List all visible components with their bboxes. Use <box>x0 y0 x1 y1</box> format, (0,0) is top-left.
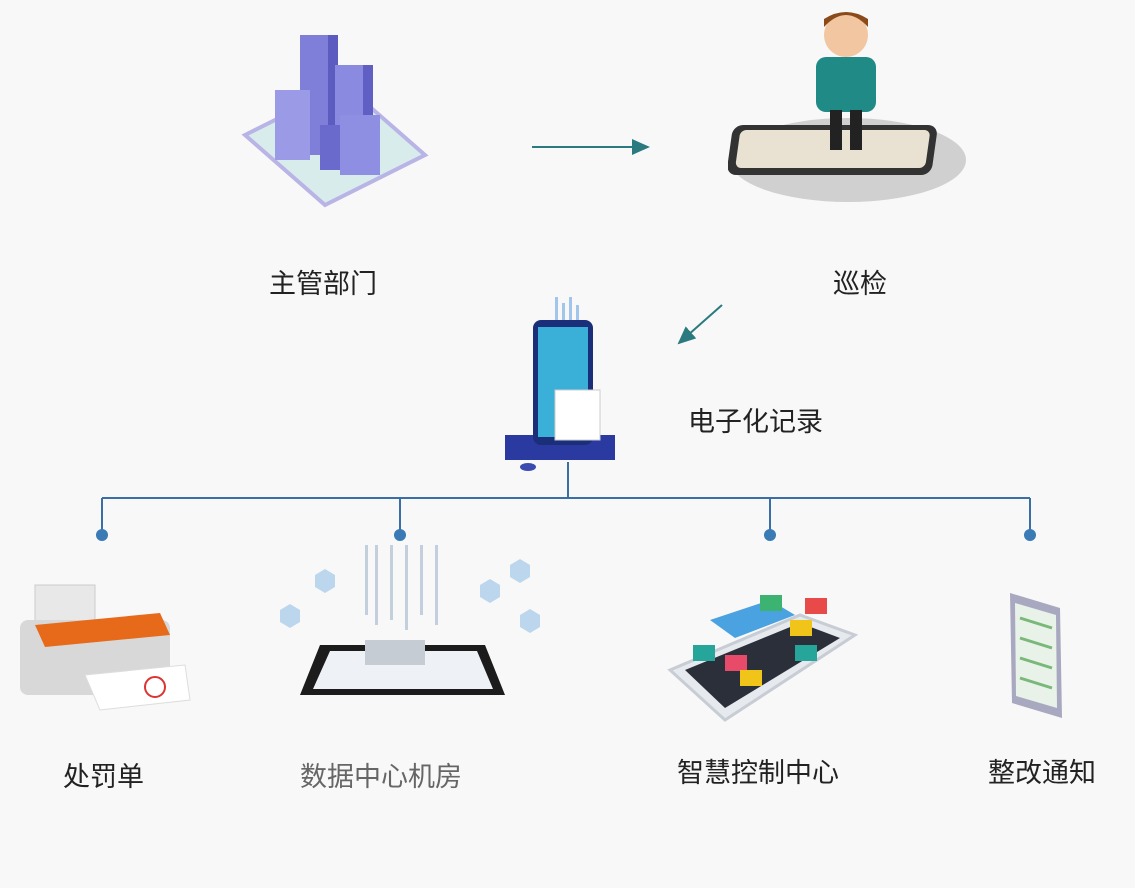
arrow-inspection-to-record <box>677 304 723 345</box>
tree-dot <box>394 529 406 541</box>
tree-dot <box>1024 529 1036 541</box>
node-data-center-label: 数据中心机房 <box>300 762 462 793</box>
tree-dot <box>96 529 108 541</box>
node-authority-label: 主管部门 <box>269 269 377 300</box>
smart-control-phone-icon <box>667 595 859 722</box>
rectification-tablet-icon <box>1010 593 1062 718</box>
node-rectification-label: 整改通知 <box>988 758 1096 789</box>
city-buildings-icon <box>241 35 429 208</box>
node-inspection-label: 巡检 <box>833 269 887 300</box>
node-control-center-label: 智慧控制中心 <box>677 758 839 789</box>
node-electronic-record-label: 电子化记录 <box>688 407 823 438</box>
data-center-tablet-icon <box>280 545 540 695</box>
printer-icon <box>20 584 191 711</box>
tree-dot <box>764 529 776 541</box>
distribution-tree <box>101 462 1031 533</box>
electronic-record-phone-icon <box>505 297 615 471</box>
node-penalty-label: 处罚单 <box>63 762 144 793</box>
inspector-person-icon <box>728 12 966 202</box>
